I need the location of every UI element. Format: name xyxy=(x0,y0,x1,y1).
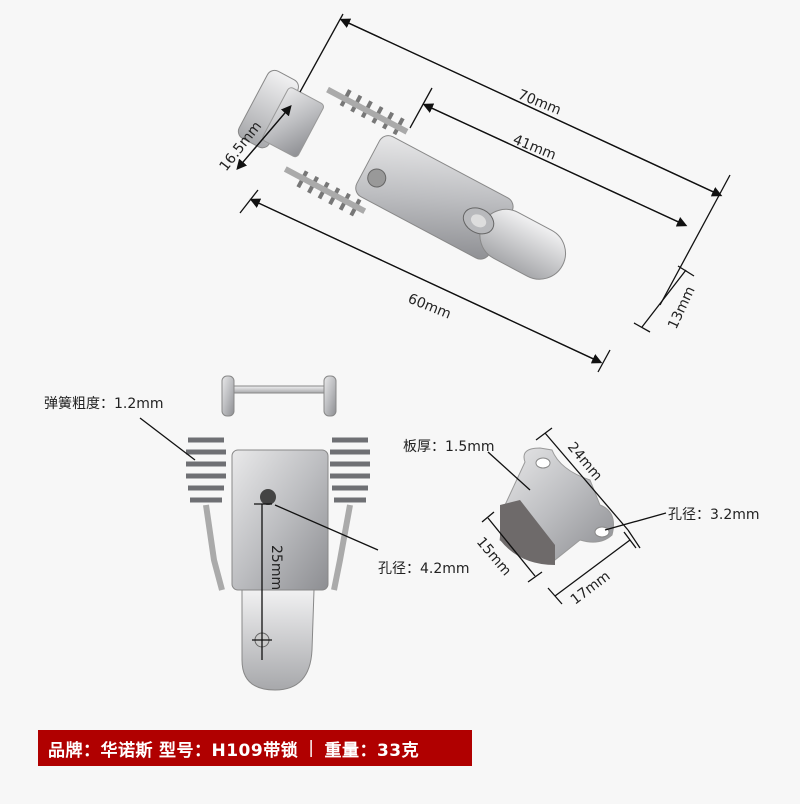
model-text: 型号：H109带锁 xyxy=(159,740,299,761)
dim-60mm: 60mm xyxy=(406,291,454,323)
latch-top-view xyxy=(237,69,566,280)
dim-25mm: 25mm xyxy=(268,545,284,590)
spring-thickness-label: 弹簧粗度：1.2mm xyxy=(44,396,164,412)
plate-hole-diameter-label: 孔径：3.2mm xyxy=(668,507,760,523)
dim-17mm: 17mm xyxy=(568,568,614,608)
product-info-banner: 品牌：华诺斯 型号：H109带锁 | 重量：33克 xyxy=(38,730,472,766)
banner-separator: | xyxy=(308,738,315,758)
front-hole-diameter-label: 孔径：4.2mm xyxy=(378,561,470,577)
brand-text: 品牌：华诺斯 xyxy=(48,740,153,761)
dim-70mm: 70mm xyxy=(516,87,564,119)
plate-thickness-label: 板厚：1.5mm xyxy=(403,439,495,455)
dim-41mm: 41mm xyxy=(511,132,559,164)
latch-front-view xyxy=(186,375,370,691)
weight-text: 重量：33克 xyxy=(324,740,420,761)
